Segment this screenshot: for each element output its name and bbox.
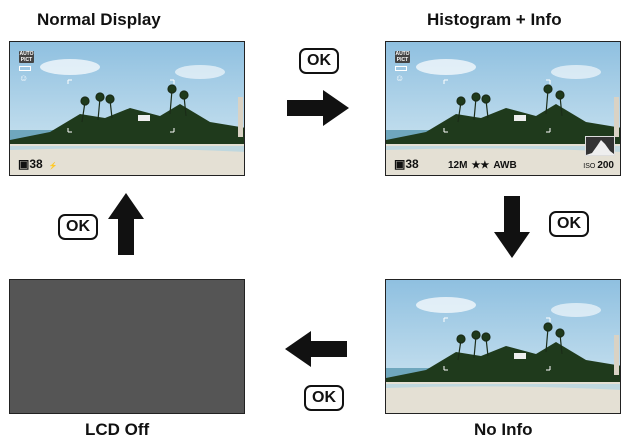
- title-lcd-off: LCD Off: [85, 420, 150, 439]
- auto-pict-icon: AUTO PICT: [395, 51, 410, 63]
- face-detect-icon: ☺: [395, 73, 405, 83]
- down-arrow-icon: [494, 196, 530, 258]
- shots-remaining: ▣38⚡: [18, 157, 58, 171]
- recorded-pixels: 12M: [448, 160, 468, 171]
- card-icon: ▣: [394, 157, 406, 171]
- screen-no-info: [385, 279, 621, 414]
- title-no-info: No Info: [474, 420, 533, 439]
- screen-normal-display: AUTO PICT ☺ ▣38⚡: [9, 41, 245, 176]
- ok-button-top[interactable]: OK: [299, 48, 339, 74]
- card-icon: ▣: [18, 157, 30, 171]
- white-balance: AWB: [493, 160, 517, 171]
- info-bar: 12M★★AWB: [448, 160, 521, 171]
- title-normal-display: Normal Display: [37, 10, 161, 29]
- right-arrow-icon: [287, 90, 349, 126]
- ok-button-right[interactable]: OK: [549, 211, 589, 237]
- left-arrow-icon: [285, 331, 347, 367]
- histogram-graph: [585, 136, 615, 156]
- beach-scene-image: [386, 280, 620, 413]
- beach-scene-image: [10, 42, 244, 175]
- quality-level: ★★: [471, 160, 490, 171]
- shots-remaining: ▣38: [394, 157, 419, 171]
- up-arrow-icon: [108, 193, 144, 255]
- battery-icon: [19, 66, 31, 71]
- screen-lcd-off: [9, 279, 245, 414]
- face-detect-icon: ☺: [19, 73, 29, 83]
- battery-icon: [395, 66, 407, 71]
- ok-button-bottom[interactable]: OK: [304, 385, 344, 411]
- flash-mode-icon: ⚡: [48, 163, 58, 170]
- auto-pict-icon: AUTO PICT: [19, 51, 34, 63]
- ok-button-left[interactable]: OK: [58, 214, 98, 240]
- title-histogram-info: Histogram + Info: [427, 10, 562, 29]
